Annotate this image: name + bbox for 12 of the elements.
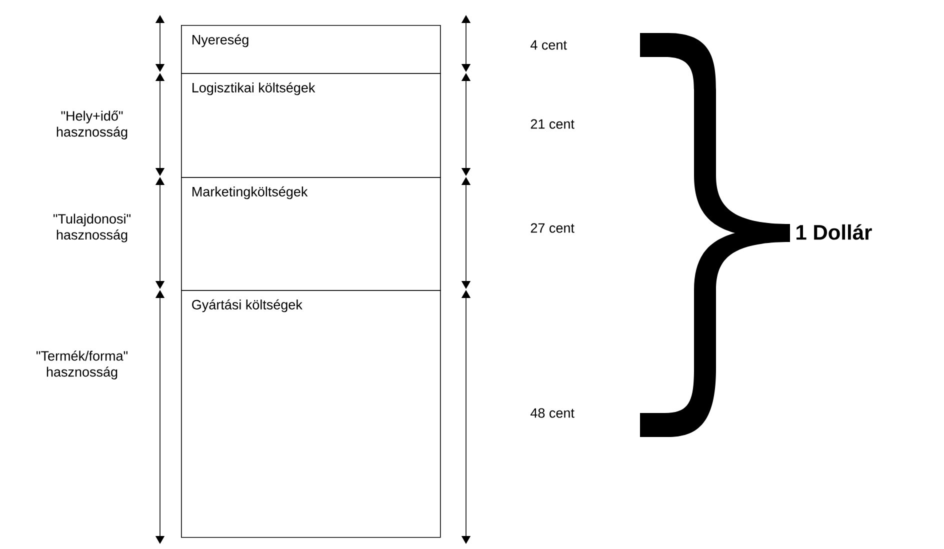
dimension-label: "Termék/forma" hasznosság — [36, 350, 128, 380]
dimension-label: 48 cent — [530, 408, 574, 418]
cost-box: Nyereség — [181, 25, 441, 74]
dimension-label: "Tulajdonosi" hasznosság — [54, 214, 130, 242]
dimension-label: "Hely+idő" hasznosság — [56, 110, 128, 140]
dimension-label: 27 cent — [530, 223, 574, 233]
cost-box: Logisztikai költségek — [181, 73, 441, 178]
total-label: 1 Dollár — [796, 224, 872, 240]
cost-box: Gyártási költségek — [181, 290, 441, 538]
dimension-label: 4 cent — [530, 40, 567, 50]
dimension-label: 21 cent — [530, 119, 574, 129]
cost-box: Marketingköltségek — [181, 177, 441, 291]
